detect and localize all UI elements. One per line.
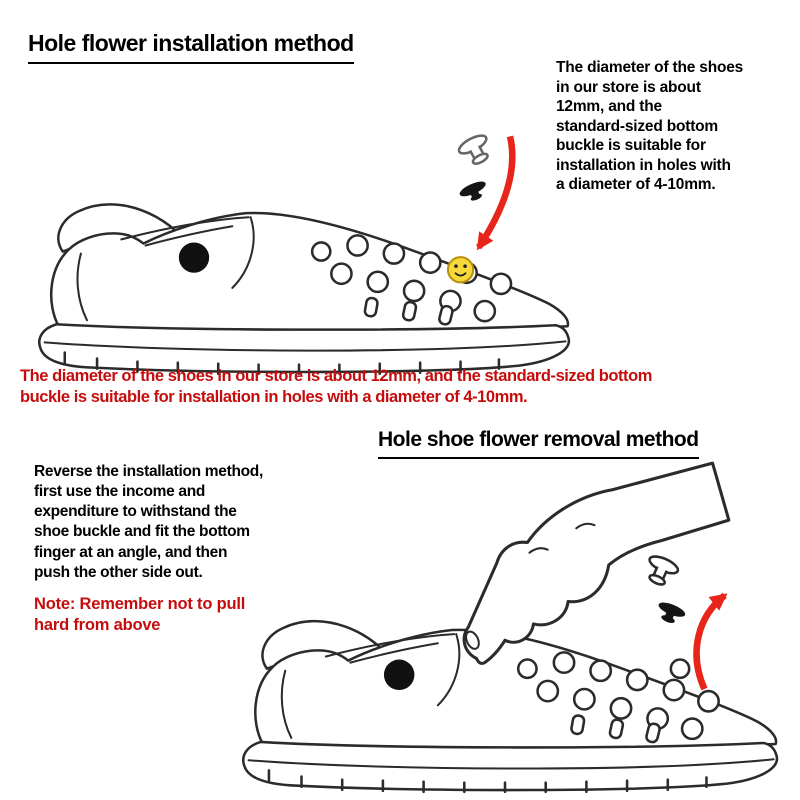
installation-side-note: The diameter of the shoes in our store i… [556, 59, 744, 194]
buckle-back-icon [459, 181, 486, 201]
smiley-charm-icon [446, 256, 475, 284]
removal-instructions: Reverse the installation method, first u… [34, 463, 263, 581]
buckle-stud-icon [457, 134, 489, 165]
buckle-back-icon [658, 602, 686, 623]
button-ball-icon [669, 658, 691, 680]
removal-warning-note: Note: Remember not to pull hard from abo… [34, 595, 246, 635]
charm-insert-graphic [446, 134, 516, 284]
installation-heading: Hole flower installation method [28, 30, 354, 64]
hand-pressing-icon [462, 461, 731, 665]
removal-heading: Hole shoe flower removal method [378, 428, 699, 459]
installation-shoe-figure [38, 134, 571, 375]
charm-remove-graphic [648, 555, 728, 691]
diameter-highlight-note: The diameter of the shoes in our store i… [20, 367, 652, 407]
buckle-stud-icon [648, 555, 680, 586]
red-arrow-up-icon [693, 592, 728, 691]
red-arrow-down-icon [475, 135, 516, 251]
removal-shoe-figure [242, 461, 779, 794]
